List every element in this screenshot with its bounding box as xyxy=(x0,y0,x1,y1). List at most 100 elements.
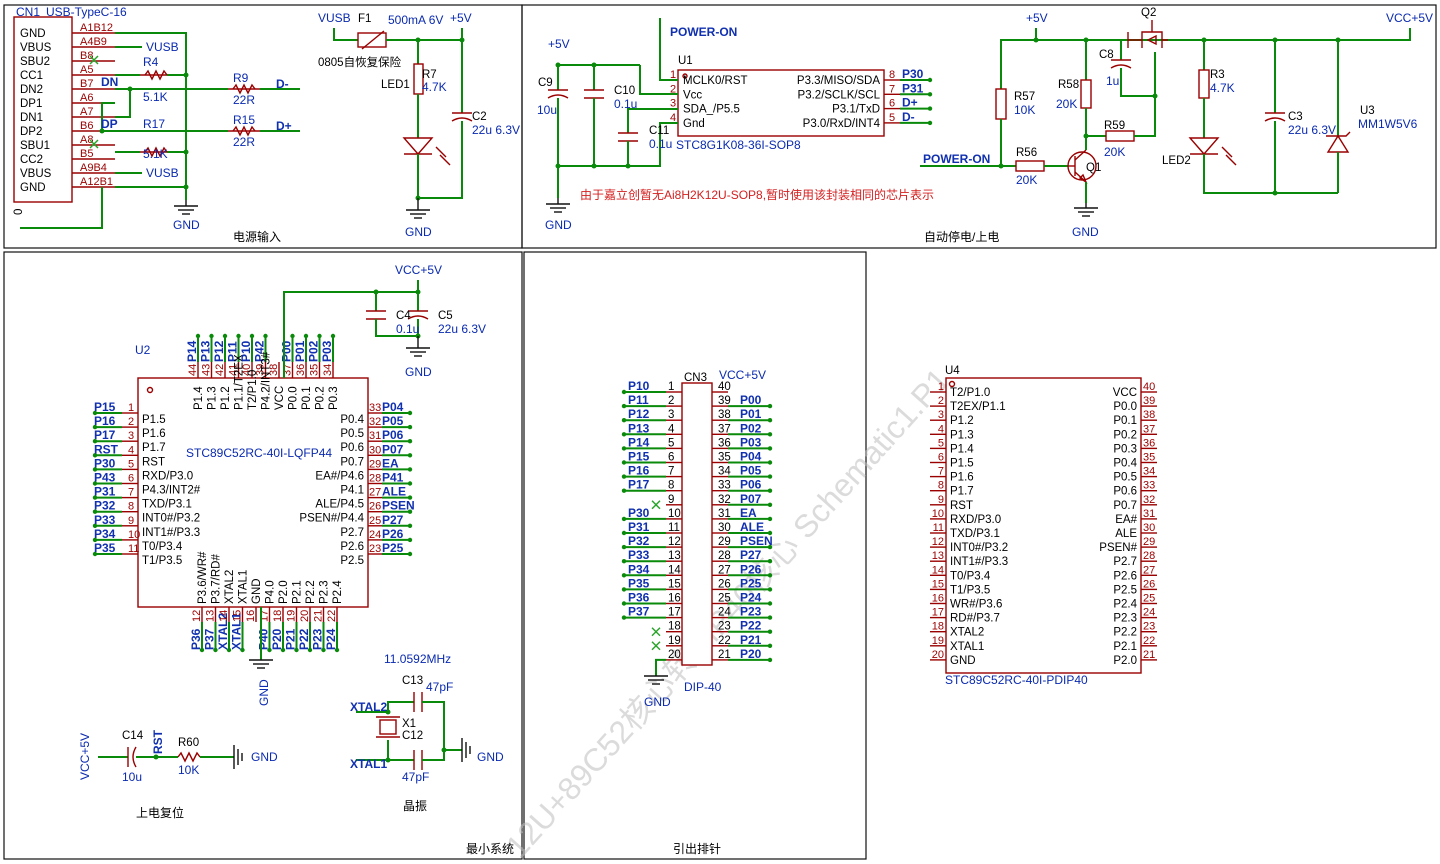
cn3-pin-number: 34 xyxy=(718,466,731,478)
cn3-pin-number: 37 xyxy=(718,423,731,435)
net-d-minus: D- xyxy=(276,77,289,91)
cn3-net-label: P02 xyxy=(740,421,762,435)
u2-part: STC89C52RC-40I-LQFP44 xyxy=(186,446,332,460)
u4-pin-name: GND xyxy=(950,655,976,667)
auto-power-block xyxy=(920,20,1411,217)
cn3-net-end xyxy=(767,615,773,620)
u4-pin-name: TXD/P3.1 xyxy=(950,528,1000,540)
c10-ref: C10 xyxy=(614,85,635,97)
cn3-net-label: P32 xyxy=(628,534,650,548)
c4-value: 0.1u xyxy=(396,322,419,336)
usb-pin-number: A9B4 xyxy=(80,162,107,174)
u2-pin-number: 22 xyxy=(326,610,338,622)
u2-pin-name: P0.1 xyxy=(301,386,313,410)
r57-value: 10K xyxy=(1014,103,1035,117)
u4-pin-name: RXD/P3.0 xyxy=(950,514,1001,526)
u2-pin-name: P0.5 xyxy=(340,428,364,440)
cn3-net-label: P36 xyxy=(628,591,650,605)
usb-pin-name: GND xyxy=(20,182,46,194)
u4-pin-name: P1.4 xyxy=(950,443,974,455)
cn3-net-end xyxy=(767,544,773,550)
u4-pin-number: 8 xyxy=(938,480,944,492)
cn3-net-end xyxy=(767,502,773,507)
cn3-net-label: P11 xyxy=(628,393,649,407)
vcc5-reset: VCC+5V xyxy=(78,733,92,780)
u2-pin-name: XTAL2 xyxy=(224,570,236,604)
cn3-net-end xyxy=(767,460,773,465)
u1-pin-name: P3.2/SCLK/SCL xyxy=(798,89,881,101)
u4-pin-name: P0.1 xyxy=(1113,415,1137,427)
u1-net-label: D- xyxy=(902,110,915,124)
u4-pin-number: 3 xyxy=(938,409,944,421)
r60-ref: R60 xyxy=(178,737,199,749)
r17-value: 5.1K xyxy=(143,147,168,161)
gnd-label-cn3: GND xyxy=(644,695,671,709)
crystal-block xyxy=(356,692,471,770)
cn3-pin-number: 30 xyxy=(718,522,731,534)
u2-pin-name: P3.6/WR# xyxy=(197,551,209,604)
u2-pin-number: 7 xyxy=(128,487,134,499)
cn3-pin-number: 27 xyxy=(718,564,731,576)
cn3-net-label: P05 xyxy=(740,464,762,478)
u4-pin-name: T1/P3.5 xyxy=(950,584,990,596)
u4-pin-number: 31 xyxy=(1143,508,1155,520)
net-rst: RST xyxy=(151,729,165,754)
cn3-net-end xyxy=(767,657,773,663)
u4-pin-number: 28 xyxy=(1143,550,1155,562)
u2-net-end xyxy=(92,537,98,543)
u4-pin-name: P2.5 xyxy=(1113,584,1137,596)
u2-pin-name: T1/P3.5 xyxy=(142,555,182,567)
u2-pin-name: INT1#/P3.3 xyxy=(142,527,200,539)
net-dp: DP xyxy=(101,117,118,131)
c3-value: 22u 6.3V xyxy=(1288,123,1336,137)
cn3-net-end xyxy=(621,615,627,620)
u2-net-end xyxy=(222,333,228,339)
u2-net-label: EA xyxy=(382,456,399,470)
gnd-label-u2: GND xyxy=(405,365,432,379)
u2-pin-number: 35 xyxy=(309,364,321,376)
u4-pin-number: 9 xyxy=(938,494,944,506)
r3-ref: R3 xyxy=(1210,69,1225,81)
u4-pin-number: 24 xyxy=(1143,607,1155,619)
r9-value: 22R xyxy=(233,93,255,107)
u2-pin-name: TXD/P3.1 xyxy=(142,499,192,511)
u4-pin-name: P2.7 xyxy=(1113,556,1137,568)
u2-net-label: P33 xyxy=(94,513,116,527)
x1-ref: X1 xyxy=(402,718,416,730)
u2-pin-number: 12 xyxy=(191,610,203,622)
cn3-pin-number: 26 xyxy=(718,578,731,590)
u2-pin-number: 21 xyxy=(313,610,325,622)
u2-pin-number: 42 xyxy=(214,364,226,376)
gnd-label-auto: GND xyxy=(1072,225,1099,239)
cn3-net-end xyxy=(621,474,627,479)
u2-pin-number: 25 xyxy=(369,515,381,527)
f1-desc: 0805自恢复保险 xyxy=(318,55,402,69)
u4-pin-name: RD#/P3.7 xyxy=(950,613,1000,625)
u2-pin-name: P4.1 xyxy=(340,485,364,497)
usb-pin-number: A1B12 xyxy=(80,22,113,34)
cn3-net-end xyxy=(621,460,627,465)
cn3-pin-number: 6 xyxy=(668,452,674,464)
no-connect-icon xyxy=(651,641,661,651)
cn3-net-end xyxy=(767,418,773,423)
u2-pin-name: P0.6 xyxy=(340,442,364,454)
usb-wiring xyxy=(20,32,300,229)
u2-pin-name: P2.2 xyxy=(305,580,317,604)
u1-ref: U1 xyxy=(678,55,693,67)
cn3-net-label: P10 xyxy=(628,379,650,393)
u4-pin-number: 19 xyxy=(932,635,944,647)
cn3-header: 1P102P113P124P135P146P157P168P17910P3011… xyxy=(621,379,773,685)
u2-net-end xyxy=(92,481,98,486)
cn3-part: DIP-40 xyxy=(684,680,722,694)
cn3-net-end xyxy=(767,559,773,564)
u2-pin-name: P0.4 xyxy=(340,414,364,426)
power-on-label-1: POWER-ON xyxy=(670,25,737,39)
u2-pin-number: 26 xyxy=(369,501,381,513)
u2-net-end xyxy=(407,439,413,444)
section-frames xyxy=(3,4,1437,860)
u2-pin-number: 39 xyxy=(255,364,267,376)
u2-net-end xyxy=(407,467,413,472)
no-connect-icon xyxy=(651,500,661,510)
u2-net-end xyxy=(92,551,98,557)
